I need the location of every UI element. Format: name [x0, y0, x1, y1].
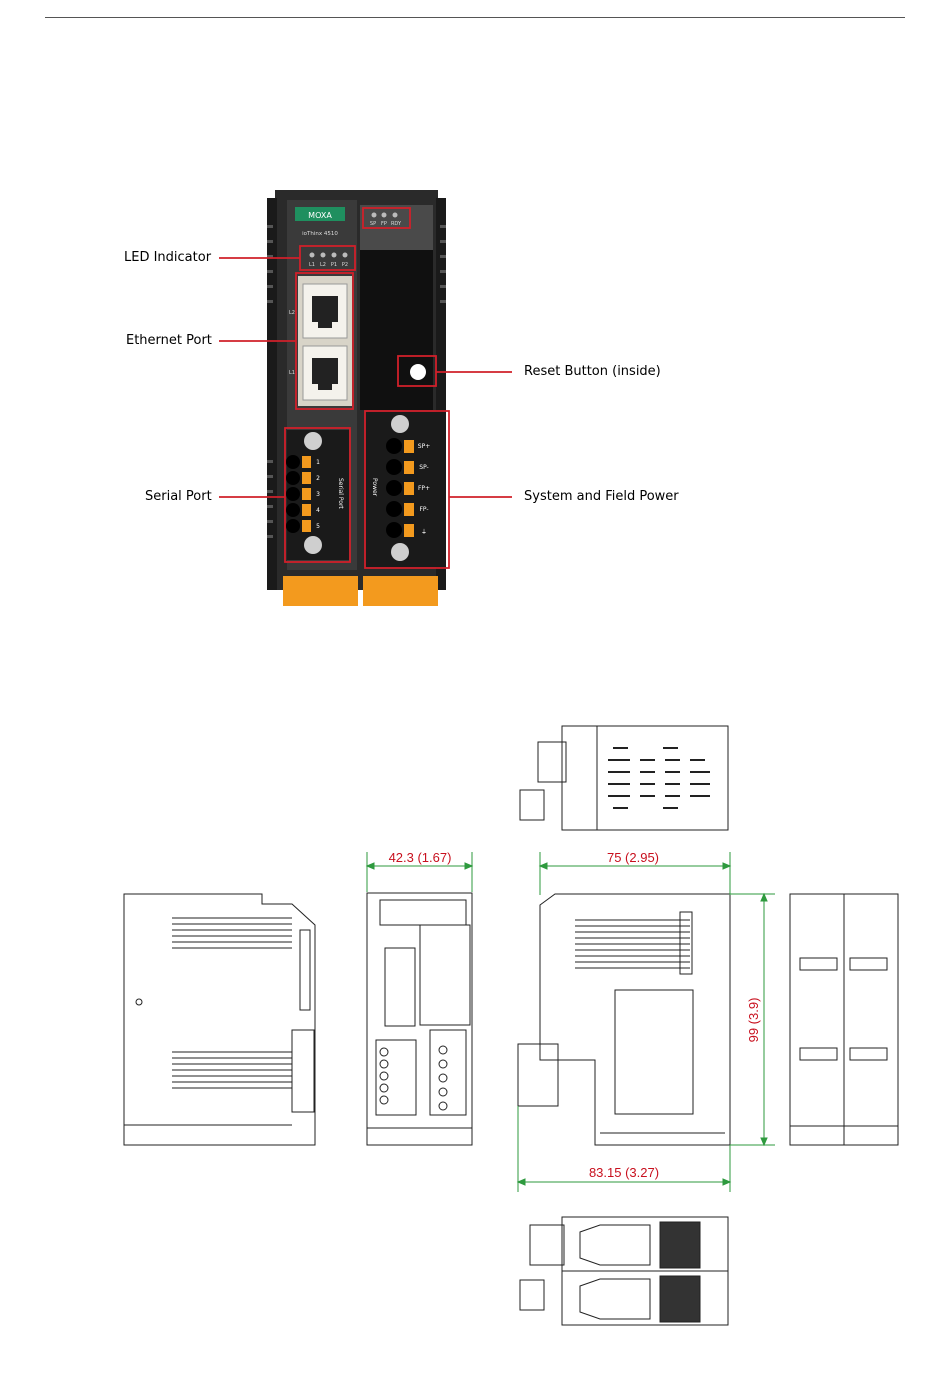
back-view: [790, 894, 898, 1145]
front-view: [367, 893, 472, 1145]
dim-front-width: 42.3 (1.67): [389, 850, 452, 865]
dimension-lines: [367, 852, 775, 1192]
left-side-view: [124, 894, 315, 1145]
dim-depth: 75 (2.95): [607, 850, 659, 865]
right-side-view: [518, 894, 730, 1145]
top-view: [520, 726, 728, 830]
dim-height: 99 (3.9): [746, 998, 761, 1043]
bottom-view: [520, 1217, 728, 1325]
dim-total-depth: 83.15 (3.27): [589, 1165, 659, 1180]
